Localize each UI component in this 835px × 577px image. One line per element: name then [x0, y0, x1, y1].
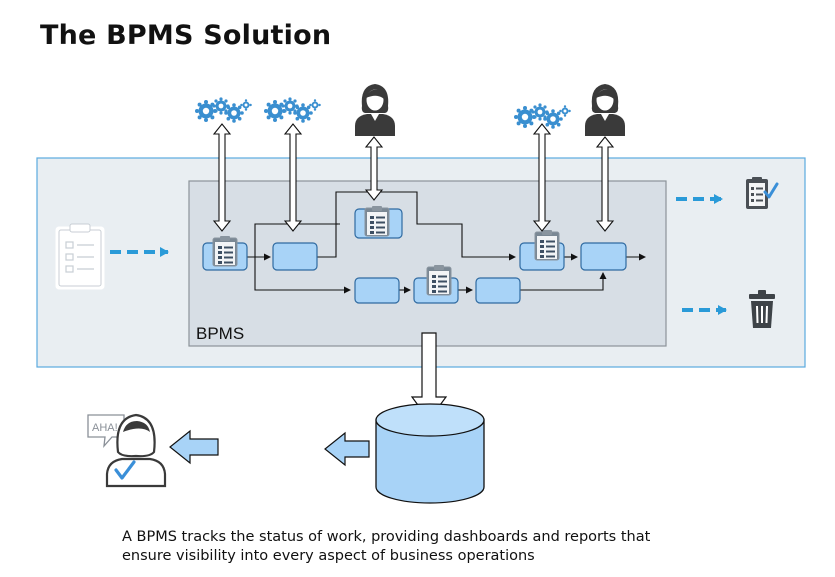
person-icon-1 — [355, 84, 395, 136]
bidirectional-arrows — [212, 123, 615, 232]
left-arrow-to-person — [169, 429, 219, 465]
task-7-form-entry — [413, 264, 459, 304]
gears-icon-2 — [264, 97, 321, 123]
trash-can-icon — [749, 290, 775, 328]
task-2 — [272, 242, 318, 271]
database-icon — [375, 403, 485, 504]
bpms-label: BPMS — [196, 324, 244, 343]
task-4-form-entry — [519, 229, 565, 271]
gears-icon-1 — [195, 97, 252, 123]
slide-title: The BPMS Solution — [40, 20, 332, 51]
left-arrow-from-database — [324, 431, 370, 467]
person-icon-2 — [585, 84, 625, 136]
caption-line-1: A BPMS tracks the status of work, provid… — [122, 529, 651, 545]
incoming-form-icon — [55, 223, 105, 290]
task-8 — [475, 277, 521, 304]
task-1-form-entry — [202, 235, 248, 271]
aha-text: AHA! — [92, 422, 118, 434]
approved-document-icon — [746, 177, 779, 209]
caption-line-2: ensure visibility into every aspect of b… — [122, 548, 535, 564]
task-3-human-review — [354, 205, 403, 239]
person-aha-icon: AHA! — [87, 413, 167, 488]
speech-bubble: AHA! — [87, 414, 125, 448]
process-flow-lines — [247, 191, 646, 294]
task-6 — [354, 277, 400, 304]
caption: A BPMS tracks the status of work, provid… — [122, 528, 722, 566]
task-5 — [580, 242, 627, 271]
